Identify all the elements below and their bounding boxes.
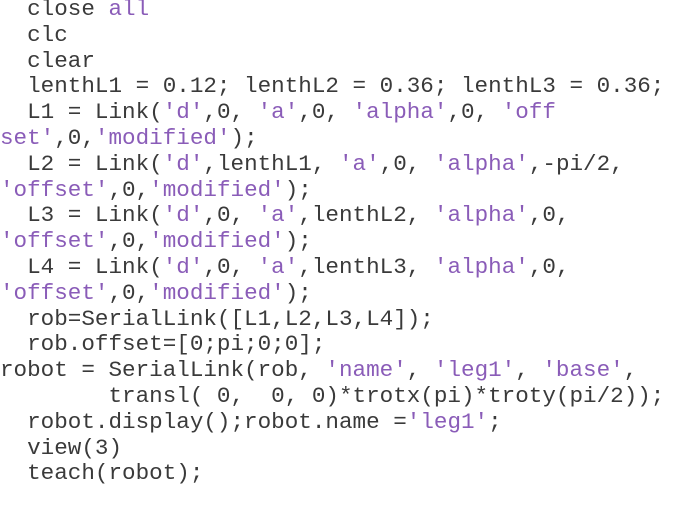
code-token: transl( 0, 0, 0)*trotx(pi)*troty(pi/2)); — [0, 382, 665, 409]
code-token: ); — [230, 124, 258, 151]
code-line: transl( 0, 0, 0)*trotx(pi)*troty(pi/2)); — [0, 382, 665, 410]
code-token: ,0, — [528, 202, 570, 229]
code-token: ,0, — [108, 176, 150, 203]
code-token: ,-pi/2, — [528, 150, 624, 177]
code-token: ,lenthL1, — [203, 150, 339, 177]
code-line: 'offset',0,'modified'); — [0, 176, 664, 204]
string-literal: 'a' — [257, 202, 299, 229]
code-line: 'offset',0,'modified'); — [0, 228, 664, 255]
string-literal: 'a' — [257, 253, 299, 280]
string-literal: 'offset' — [0, 228, 109, 255]
code-token: ,0, — [203, 202, 258, 229]
code-token: L4 = Link( — [0, 253, 163, 280]
code-line: teach(robot); — [0, 460, 664, 487]
code-line: L4 = Link('d',0, 'a',lenthL3, 'alpha',0, — [0, 253, 664, 281]
string-literal: all — [108, 0, 150, 22]
code-token: , — [623, 357, 638, 384]
code-token: ); — [284, 279, 312, 306]
code-token: ,0, — [298, 99, 353, 126]
string-literal: 'd' — [162, 99, 204, 126]
string-literal: 'leg1' — [406, 408, 489, 435]
string-literal: 'a' — [338, 150, 380, 177]
string-literal: 'd' — [162, 253, 204, 280]
code-token: ; — [488, 408, 502, 435]
code-token: view(3) — [0, 434, 123, 461]
code-token: rob.offset=[0;pi;0;0]; — [0, 331, 326, 358]
code-line: lenthL1 = 0.12; lenthL2 = 0.36; lenthL3 … — [0, 73, 665, 100]
code-line: rob=SerialLink([L1,L2,L3,L4]); — [0, 305, 664, 333]
code-token: L1 = Link( — [0, 99, 163, 126]
code-line: rob.offset=[0;pi;0;0]; — [0, 331, 664, 358]
code-listing: close all clc clear lenthL1 = 0.12; lent… — [0, 0, 665, 487]
code-token: ,0, — [447, 99, 502, 126]
string-literal: 'd' — [162, 150, 204, 177]
code-line: robot.display();robot.name ='leg1'; — [0, 408, 664, 436]
code-line: clear — [0, 47, 664, 75]
string-literal: 'a' — [257, 99, 299, 126]
code-token: robot = SerialLink(rob, — [0, 357, 326, 384]
string-literal: 'modified' — [149, 176, 285, 203]
code-line: view(3) — [0, 434, 664, 462]
string-literal: 'alpha' — [352, 99, 448, 126]
string-literal: 'base' — [542, 357, 624, 384]
code-token: L2 = Link( — [0, 150, 163, 177]
code-token: ,0, — [528, 253, 570, 280]
string-literal: 'offset' — [0, 176, 109, 203]
code-line: 'offset',0,'modified'); — [0, 279, 664, 307]
string-literal: 'd' — [162, 202, 204, 229]
code-token: ,0, — [203, 99, 258, 126]
string-literal: 'modified' — [94, 124, 231, 151]
code-line: clc — [0, 21, 664, 49]
string-literal: set' — [0, 124, 55, 151]
code-token: clear — [0, 47, 95, 74]
code-token: ,lenthL3, — [298, 253, 434, 280]
code-token: ,0, — [108, 228, 150, 255]
code-token: robot.display();robot.name = — [0, 408, 407, 435]
code-line: L2 = Link('d',lenthL1, 'a',0, 'alpha',-p… — [0, 150, 664, 178]
code-line: L3 = Link('d',0, 'a',lenthL2, 'alpha',0, — [0, 202, 664, 229]
code-token: ,0, — [203, 253, 258, 280]
code-token: ); — [284, 176, 312, 203]
code-token: close — [0, 0, 109, 22]
code-line: robot = SerialLink(rob, 'name', 'leg1', … — [0, 357, 664, 384]
code-token: rob=SerialLink([L1,L2,L3,L4]); — [0, 305, 434, 332]
code-token: ,0, — [379, 150, 434, 177]
string-literal: 'off — [501, 99, 556, 126]
code-line: close all — [0, 0, 664, 23]
code-token: teach(robot); — [0, 460, 204, 487]
code-line: set',0,'modified'); — [0, 124, 664, 152]
string-literal: 'alpha' — [433, 150, 529, 177]
string-literal: 'modified' — [149, 228, 285, 255]
code-token: L3 = Link( — [0, 202, 163, 229]
string-literal: 'alpha' — [433, 202, 529, 229]
code-line: L1 = Link('d',0, 'a',0, 'alpha',0, 'off — [0, 99, 664, 126]
string-literal: 'offset' — [0, 279, 109, 306]
string-literal: 'alpha' — [433, 253, 529, 280]
code-token: ,lenthL2, — [298, 202, 434, 229]
string-literal: 'name' — [325, 357, 407, 384]
code-token: lenthL1 = 0.12; lenthL2 = 0.36; lenthL3 … — [0, 73, 665, 100]
code-token: , — [515, 357, 543, 384]
code-token: , — [406, 357, 434, 384]
code-token: ); — [284, 228, 312, 255]
string-literal: 'modified' — [149, 279, 285, 306]
string-literal: 'leg1' — [433, 357, 516, 384]
code-token: clc — [0, 21, 68, 48]
code-token: ,0, — [54, 124, 95, 151]
code-token: ,0, — [108, 279, 150, 306]
